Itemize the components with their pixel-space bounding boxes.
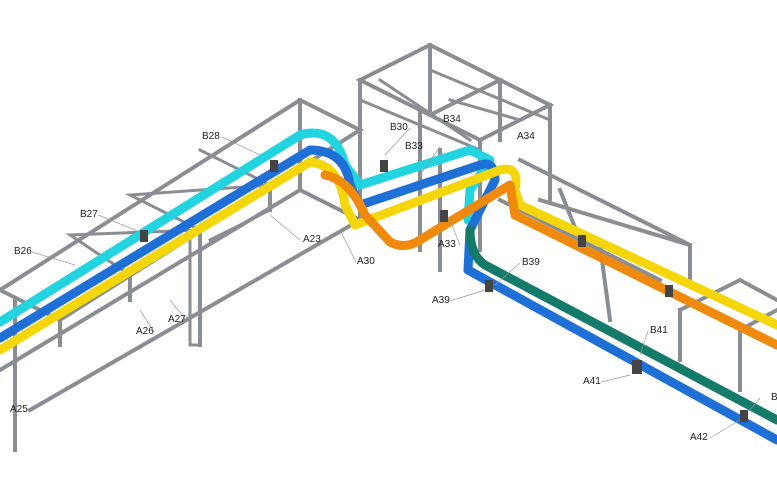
label-a34: A34 bbox=[517, 131, 535, 142]
label-b-cut: B bbox=[771, 392, 777, 403]
label-a23: A23 bbox=[303, 234, 321, 245]
label-a41: A41 bbox=[583, 376, 601, 387]
label-b30: B30 bbox=[390, 122, 408, 133]
green-pipe bbox=[465, 225, 777, 425]
label-b39: B39 bbox=[522, 257, 540, 268]
label-a25: A25 bbox=[10, 404, 28, 415]
cyan-pipe bbox=[0, 128, 495, 327]
label-b33: B33 bbox=[405, 141, 423, 152]
label-b28: B28 bbox=[202, 131, 220, 142]
label-b27: B27 bbox=[80, 209, 98, 220]
label-a26: A26 bbox=[136, 326, 154, 337]
label-b26: B26 bbox=[14, 246, 32, 257]
label-a42: A42 bbox=[690, 432, 708, 443]
orange-pipe bbox=[320, 170, 777, 350]
yellow-pipe bbox=[0, 157, 777, 355]
label-b34: B34 bbox=[443, 114, 461, 125]
label-a30: A30 bbox=[357, 256, 375, 267]
pipes bbox=[0, 128, 777, 445]
blue-pipe bbox=[0, 145, 777, 445]
label-a33: A33 bbox=[438, 239, 456, 250]
label-b41: B41 bbox=[650, 325, 668, 336]
pipe-supports bbox=[140, 160, 748, 422]
label-a27: A27 bbox=[168, 314, 186, 325]
leader-lines bbox=[31, 127, 761, 439]
label-a39: A39 bbox=[432, 295, 450, 306]
